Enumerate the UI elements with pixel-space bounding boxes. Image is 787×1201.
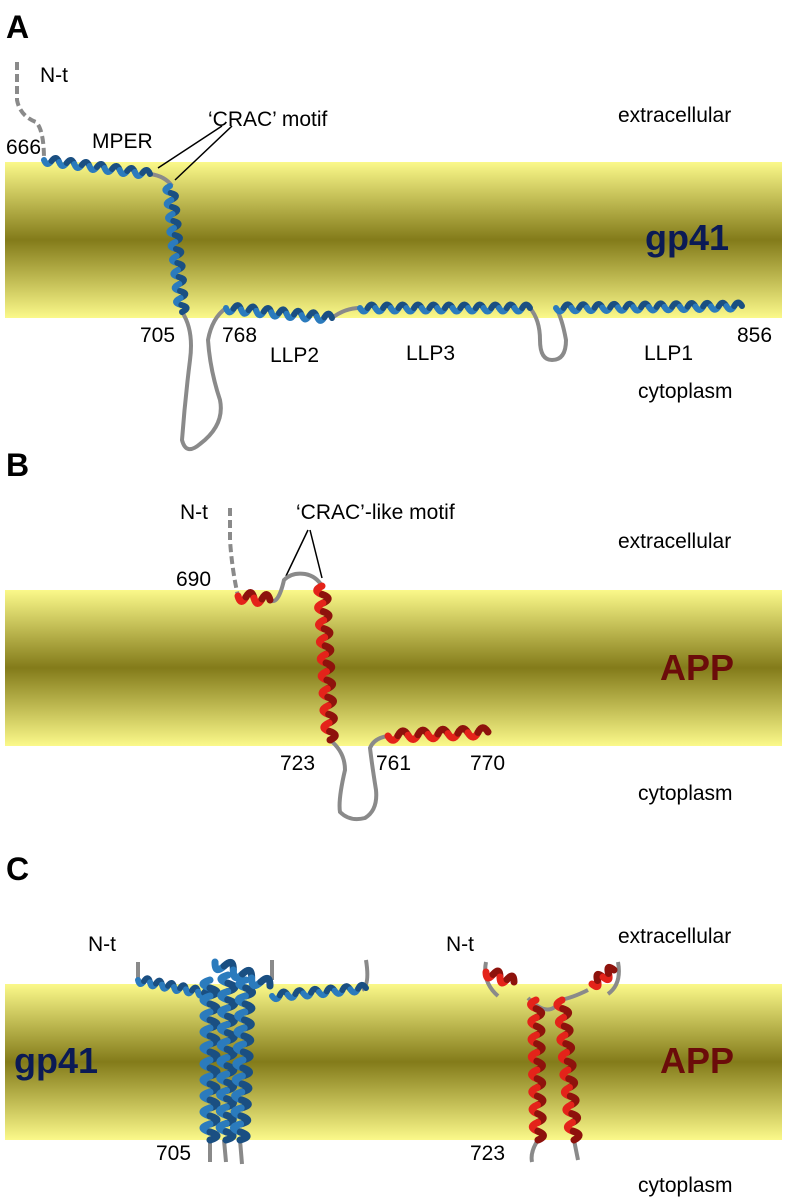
panel-a-letter: A (6, 9, 29, 45)
panel-a-llp3-helix (357, 301, 533, 315)
helix-ribbon-segment (139, 167, 153, 177)
panel-b-res-761: 761 (376, 752, 411, 775)
panel-b-cytoplasm-label: cytoplasm (638, 782, 733, 805)
helix-ribbon-segment (534, 1127, 547, 1144)
panel-b-nterm-label: N-t (180, 501, 208, 524)
panel-b-membrane (5, 590, 782, 746)
panel-b-extracellular-label: extracellular (618, 530, 731, 553)
helix-ribbon-segment (474, 724, 492, 736)
panel-a-res-666: 666 (6, 136, 41, 159)
helix-ribbon-segment (355, 981, 369, 992)
panel-a-res-705: 705 (140, 324, 175, 347)
panel-a-tm-helix (162, 183, 190, 315)
panel-c-app-label: APP (660, 1040, 734, 1081)
panel-c-membrane (5, 984, 782, 1140)
panel-a-llp2-label: LLP2 (270, 344, 319, 367)
panel-c-res-705: 705 (156, 1142, 191, 1165)
panel-c-gp41-label: gp41 (14, 1040, 98, 1081)
panel-b-nterm-coil (228, 508, 240, 597)
panel-a-cytoplasmic-loop (179, 306, 228, 452)
helix-ribbon-segment (236, 1128, 251, 1144)
panel-c-app-dimer (482, 963, 618, 1144)
panel-a-nterm-label: N-t (40, 64, 68, 87)
panel-a: A extracellular cytoplasm gp41 N-t 666 M… (5, 9, 782, 452)
panel-a-llp3-label: LLP3 (406, 342, 455, 365)
panel-b-crac-like-label: ‘CRAC’-like motif (296, 501, 455, 524)
helix-ribbon-segment (222, 1128, 237, 1144)
panel-b-cterminal-helix (384, 724, 492, 744)
panel-a-coil-llp3-llp1 (528, 306, 569, 363)
panel-b-tm-helix (313, 582, 339, 744)
helix-ribbon-segment (258, 591, 274, 604)
panel-c: C extracellular cytoplasm gp41 APP N-t N… (5, 851, 782, 1197)
helix-ribbon-segment (206, 1128, 221, 1144)
panel-a-extracellular-label: extracellular (618, 104, 731, 127)
helix-ribbon-segment (178, 302, 190, 315)
panel-b-res-723: 723 (280, 752, 315, 775)
helix-ribbon-segment (569, 1127, 583, 1144)
panel-a-res-768: 768 (222, 324, 257, 347)
panel-b-crac-pointer-lines (285, 529, 323, 579)
panel-b-coil-motif-loop (268, 571, 324, 603)
panel-c-letter: C (6, 851, 29, 887)
panel-a-llp1-label: LLP1 (644, 342, 693, 365)
panel-a-mper-helix (41, 155, 153, 179)
panel-a-nterm-coil (15, 62, 46, 161)
panel-a-cytoplasm-label: cytoplasm (638, 380, 733, 403)
helix-ribbon-segment (519, 301, 533, 311)
panel-b-cytoplasmic-loop (328, 734, 389, 822)
panel-b-juxtamembrane-helix (234, 589, 274, 607)
panel-c-res-723: 723 (470, 1142, 505, 1165)
panel-c-gp41-trimer (135, 958, 369, 1144)
helix-ribbon-segment (321, 310, 335, 321)
panel-a-protein-label: gp41 (645, 217, 729, 258)
helix-ribbon-segment (257, 974, 274, 990)
panel-b-protein-label: APP (660, 647, 734, 688)
panel-a-crac-label: ‘CRAC’ motif (208, 108, 328, 131)
panel-b: B extracellular cytoplasm APP N-t ‘CRAC’… (5, 447, 782, 822)
panel-a-llp1-helix (553, 299, 745, 315)
panel-a-res-856: 856 (737, 324, 772, 347)
panel-a-mper-label: MPER (92, 130, 153, 153)
helix-ribbon-segment (604, 963, 618, 977)
panel-a-membrane (5, 162, 782, 318)
helix-ribbon-segment (731, 299, 745, 310)
panel-b-res-690: 690 (176, 568, 211, 591)
helix-ribbon-segment (326, 727, 339, 744)
panel-a-llp2-helix (223, 302, 335, 324)
panel-c-gp41-nterm-label: N-t (88, 933, 116, 956)
panel-c-cytoplasm-label: cytoplasm (638, 1174, 733, 1197)
panel-b-res-770: 770 (470, 752, 505, 775)
helix-ribbon-segment (503, 972, 518, 986)
panel-c-gp41-coils (136, 959, 370, 1165)
panel-a-crac-pointer-lines (157, 125, 233, 181)
panel-c-extracellular-label: extracellular (618, 925, 731, 948)
panel-b-letter: B (6, 447, 29, 483)
panel-c-app-nterm-label: N-t (446, 933, 474, 956)
